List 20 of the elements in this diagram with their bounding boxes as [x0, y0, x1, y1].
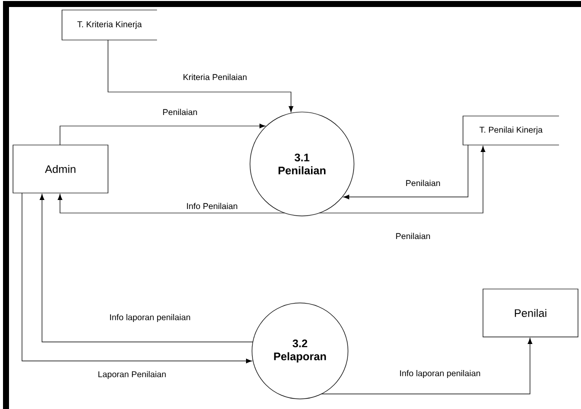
edge-label: Kriteria Penilaian: [182, 72, 248, 82]
arrow: [40, 194, 254, 342]
arrow: [319, 146, 486, 214]
arrow: [60, 124, 266, 146]
arrow: [108, 40, 294, 112]
data-store: T. Kriteria Kinerja: [62, 10, 158, 40]
arrow: [58, 194, 285, 214]
data-store: T. Penilai Kinerja: [462, 116, 560, 146]
edge-label: Penilaian: [404, 178, 442, 188]
edge-label: Info laporan penilaian: [108, 313, 192, 323]
edge-label: Penilaian: [394, 232, 432, 240]
entity-box: Penilai: [482, 288, 578, 338]
arrow: [343, 144, 468, 200]
edge-label: Laporan Penilaian: [96, 370, 168, 380]
entity-box: Admin: [12, 144, 108, 194]
arrow: [321, 338, 532, 394]
edge-label: Info laporan penilaian: [398, 369, 482, 379]
edge-label: Info Penilaian: [185, 202, 239, 210]
arrow: [22, 192, 252, 364]
edge-label: Penilaian: [162, 108, 198, 116]
